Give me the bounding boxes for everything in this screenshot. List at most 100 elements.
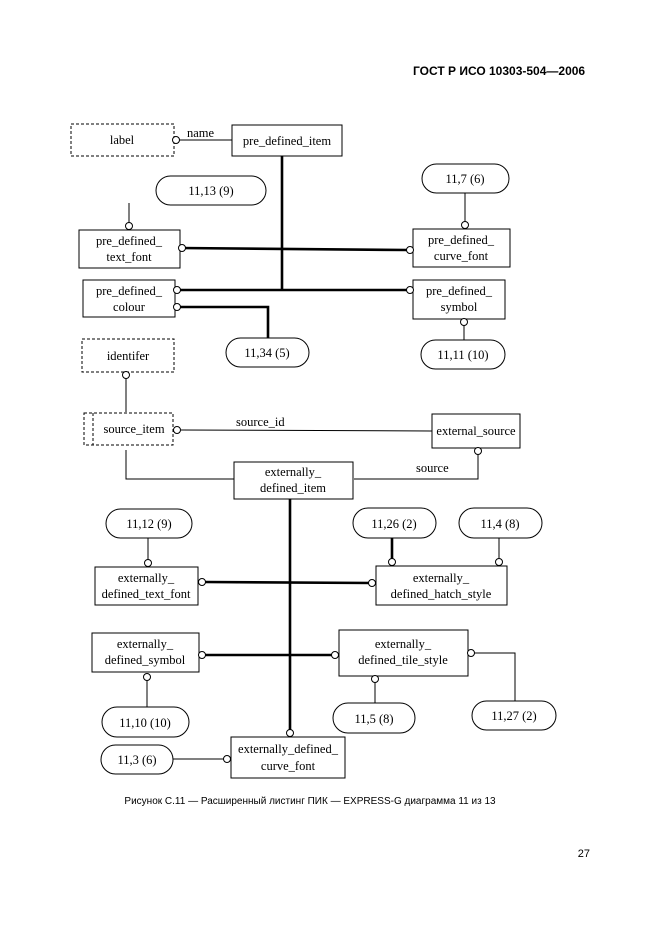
entity-external-source-text: external_source bbox=[436, 424, 516, 438]
entity-externally-defined-hatch-style-line2: defined_hatch_style bbox=[391, 587, 492, 601]
page-ref-11-5-8-text: 11,5 (8) bbox=[354, 712, 393, 726]
entity-externally-defined-symbol-line2: defined_symbol bbox=[105, 653, 186, 667]
entity-source-item-text: source_item bbox=[103, 422, 164, 436]
circle-text-font-top bbox=[125, 222, 133, 230]
entity-externally-defined-text-font-line1: externally_ bbox=[118, 571, 175, 585]
entity-pre-defined-symbol-line1: pre_defined_ bbox=[426, 284, 493, 298]
circle-ext-symbol-bottom bbox=[143, 673, 151, 681]
circle-curve-font-left bbox=[223, 755, 231, 763]
page-ref-11-7-6-text: 11,7 (6) bbox=[445, 172, 484, 186]
page-ref-11-3-6-text: 11,3 (6) bbox=[117, 753, 156, 767]
tile-ref-11-27-line bbox=[474, 652, 516, 701]
circle-external-source bbox=[474, 447, 482, 455]
circle-curve-font-left bbox=[406, 246, 414, 254]
entity-externally-defined-item-line1: externally_ bbox=[265, 465, 322, 479]
circle-ext-symbol-right bbox=[198, 651, 206, 659]
page-ref-11-27-2: 11,27 (2) bbox=[471, 700, 557, 731]
entity-pre-defined-item-text: pre_defined_item bbox=[243, 134, 331, 148]
entity-pre-defined-colour-line1: pre_defined_ bbox=[96, 284, 163, 298]
circle-identifer bbox=[122, 371, 130, 379]
page-ref-11-10-10: 11,10 (10) bbox=[101, 706, 190, 738]
entity-pre-defined-curve-font-line2: curve_font bbox=[434, 249, 489, 263]
source-attribute-line bbox=[354, 454, 479, 480]
entity-identifer: identifer bbox=[81, 338, 175, 373]
entity-identifer-text: identifer bbox=[107, 349, 150, 363]
entity-externally-defined-item: externally_ defined_item bbox=[233, 461, 354, 500]
attribute-source-text: source bbox=[416, 461, 449, 475]
page-ref-11-10-10-text: 11,10 (10) bbox=[119, 716, 171, 730]
entity-pre-defined-text-font-line1: pre_defined_ bbox=[96, 234, 163, 248]
circle-hatch-right-top bbox=[495, 558, 503, 566]
entity-label-text: label bbox=[110, 133, 135, 147]
circle-text-font-right bbox=[178, 244, 186, 252]
entity-externally-defined-tile-style-line1: externally_ bbox=[375, 637, 432, 651]
entity-externally-defined-item-line2: defined_item bbox=[260, 481, 326, 495]
circle-hatch-left-top bbox=[388, 558, 396, 566]
page-ref-11-11-10-text: 11,11 (10) bbox=[437, 348, 488, 362]
entity-externally-defined-symbol-line1: externally_ bbox=[117, 637, 174, 651]
standard-header: ГОСТ Р ИСО 10303-504—2006 bbox=[413, 64, 586, 78]
entity-externally-defined-hatch-style: externally_ defined_hatch_style bbox=[375, 565, 508, 606]
entity-external-source: external_source bbox=[431, 413, 521, 449]
figure-caption: Рисунок С.11 — Расширенный листинг ПИК —… bbox=[124, 796, 496, 807]
entity-label: label bbox=[70, 123, 175, 157]
colour-ref-11-34-line bbox=[180, 305, 270, 338]
page-ref-11-4-8: 11,4 (8) bbox=[458, 507, 543, 539]
circle-hatch-left bbox=[368, 579, 376, 587]
circle-ext-text-font-top bbox=[144, 559, 152, 567]
page-ref-11-3-6: 11,3 (6) bbox=[100, 744, 174, 775]
entity-pre-defined-curve-font: pre_defined_ curve_font bbox=[412, 228, 511, 268]
source-id-attribute-line bbox=[180, 429, 433, 432]
page-ref-11-12-9: 11,12 (9) bbox=[105, 508, 193, 539]
attribute-source-id-text: source_id bbox=[236, 415, 285, 429]
relationship-end-circles bbox=[122, 136, 503, 763]
entity-pre-defined-colour: pre_defined_ colour bbox=[82, 279, 176, 318]
circle-symbol-bottom bbox=[460, 318, 468, 326]
entity-externally-defined-curve-font: externally_defined_ curve_font bbox=[230, 736, 346, 779]
entity-externally-defined-text-font-line2: defined_text_font bbox=[102, 587, 191, 601]
entity-pre-defined-curve-font-line1: pre_defined_ bbox=[428, 233, 495, 247]
circle-colour-ref bbox=[173, 303, 181, 311]
entity-pre-defined-item: pre_defined_item bbox=[231, 124, 343, 157]
page-ref-11-7-6: 11,7 (6) bbox=[421, 163, 510, 194]
page-ref-11-27-2-text: 11,27 (2) bbox=[491, 709, 536, 723]
entity-externally-defined-text-font: externally_ defined_text_font bbox=[94, 566, 199, 606]
page-ref-11-4-8-text: 11,4 (8) bbox=[480, 517, 519, 531]
source-item-subtype-line bbox=[125, 450, 234, 480]
circle-ext-text-font-right bbox=[198, 578, 206, 586]
page-ref-11-34-5: 11,34 (5) bbox=[225, 337, 310, 368]
attribute-name-text: name bbox=[187, 126, 215, 140]
entity-externally-defined-tile-style-line2: defined_tile_style bbox=[358, 653, 448, 667]
entity-externally-defined-hatch-style-line1: externally_ bbox=[413, 571, 470, 585]
page-number: 27 bbox=[577, 848, 590, 860]
page-ref-11-11-10: 11,11 (10) bbox=[420, 339, 506, 370]
page-ref-11-13-9: 11,13 (9) bbox=[155, 175, 267, 206]
page-ref-11-26-2-text: 11,26 (2) bbox=[371, 517, 416, 531]
page-ref-11-34-5-text: 11,34 (5) bbox=[244, 346, 289, 360]
circle-tile-right bbox=[467, 649, 475, 657]
entity-externally-defined-tile-style: externally_ defined_tile_style bbox=[338, 629, 469, 677]
entity-pre-defined-text-font-line2: text_font bbox=[106, 250, 152, 264]
entity-pre-defined-colour-line2: colour bbox=[113, 300, 146, 314]
circle-curve-font-top bbox=[286, 729, 294, 737]
entity-externally-defined-curve-font-line1: externally_defined_ bbox=[238, 742, 339, 756]
text-font-curve-font-branch bbox=[179, 246, 409, 252]
circle-curve-font-top bbox=[461, 221, 469, 229]
diagram-lines bbox=[125, 139, 516, 760]
page-ref-11-12-9-text: 11,12 (9) bbox=[126, 517, 171, 531]
circle-tile-left bbox=[331, 651, 339, 659]
text-font-hatch-style-branch bbox=[204, 580, 374, 585]
circle-source-id bbox=[173, 426, 181, 434]
page-ref-11-13-9-text: 11,13 (9) bbox=[188, 184, 233, 198]
circle-symbol-left bbox=[406, 286, 414, 294]
circle-colour-right bbox=[173, 286, 181, 294]
page-ref-11-26-2: 11,26 (2) bbox=[352, 507, 437, 539]
page-ref-11-5-8: 11,5 (8) bbox=[332, 702, 416, 734]
entity-pre-defined-symbol-line2: symbol bbox=[441, 300, 478, 314]
entity-externally-defined-curve-font-line2: curve_font bbox=[261, 759, 316, 773]
circle-tile-bottom bbox=[371, 675, 379, 683]
entity-source-item: source_item bbox=[83, 412, 174, 446]
circle-label-name bbox=[172, 136, 180, 144]
entity-pre-defined-symbol: pre_defined_ symbol bbox=[412, 279, 506, 320]
